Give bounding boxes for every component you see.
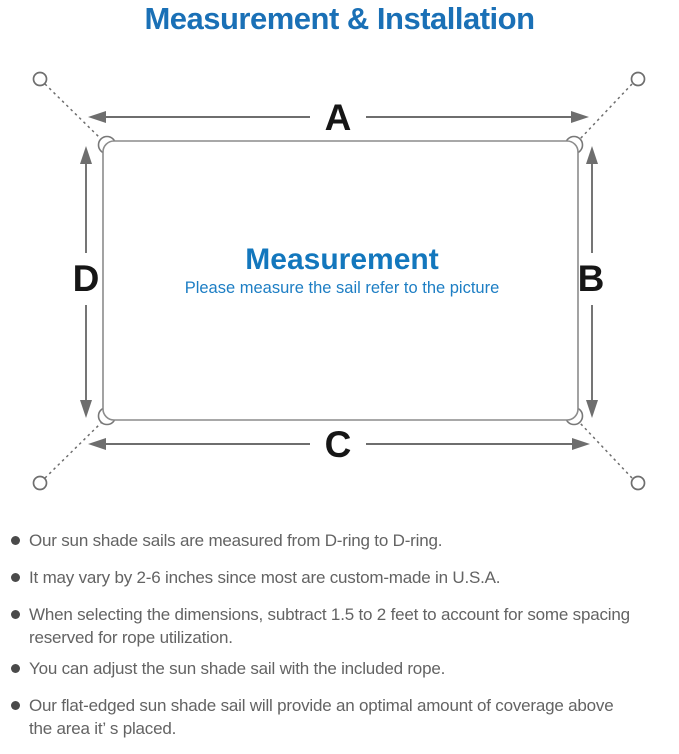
dimension-arrowheads xyxy=(80,111,598,450)
bullet-icon xyxy=(11,664,20,673)
anchor-point-circle-bottom-left xyxy=(32,475,48,491)
bullet-icon xyxy=(11,536,20,545)
anchor-point-circle-bottom-right xyxy=(630,475,646,491)
rope-line-top-left xyxy=(44,83,102,140)
rope-line-bottom-right xyxy=(579,422,633,479)
note-text: You can adjust the sun shade sail with t… xyxy=(29,659,446,678)
dimension-arrow-lines xyxy=(85,116,593,445)
sail-outline xyxy=(102,140,579,421)
anchor-point-circle-top-left xyxy=(32,71,48,87)
center-heading: Measurement xyxy=(245,243,438,276)
list-item: Our flat-edged sun shade sail will provi… xyxy=(10,694,670,740)
note-text: Our sun shade sails are measured from D-… xyxy=(29,531,443,550)
note-text: When selecting the dimensions, subtract … xyxy=(29,605,630,647)
arrowhead-a-left xyxy=(88,111,106,123)
rope-line-top-right xyxy=(579,83,633,140)
center-subtitle: Please measure the sail refer to the pic… xyxy=(185,279,500,297)
rope-line-bottom-left xyxy=(44,422,102,479)
bullet-icon xyxy=(11,610,20,619)
list-item: It may vary by 2-6 inches since most are… xyxy=(10,566,670,589)
arrowhead-c-left xyxy=(88,438,106,450)
arrowhead-b-down xyxy=(586,400,598,418)
notes-list: Our sun shade sails are measured from D-… xyxy=(10,529,670,754)
dimension-label-b: B xyxy=(578,258,605,299)
note-text: It may vary by 2-6 inches since most are… xyxy=(29,568,501,587)
list-item: You can adjust the sun shade sail with t… xyxy=(10,657,670,680)
arrowhead-b-up xyxy=(586,146,598,164)
anchor-points xyxy=(32,71,646,491)
arrowhead-d-down xyxy=(80,400,92,418)
note-text: Our flat-edged sun shade sail will provi… xyxy=(29,696,614,738)
page-title: Measurement & Installation xyxy=(144,1,535,36)
arrowhead-a-right xyxy=(571,111,589,123)
dimension-label-d: D xyxy=(73,258,100,299)
dimension-label-c: C xyxy=(325,424,352,465)
sail-measurement-diagram: A B C D Measurement Please measure the s… xyxy=(32,71,646,491)
list-item: When selecting the dimensions, subtract … xyxy=(10,603,670,649)
arrowhead-d-up xyxy=(80,146,92,164)
bullet-icon xyxy=(11,573,20,582)
rope-dashed-lines xyxy=(44,83,633,479)
arrowhead-c-right xyxy=(572,438,590,450)
bullet-icon xyxy=(11,701,20,710)
anchor-point-circle-top-right xyxy=(630,71,646,87)
dimension-label-a: A xyxy=(325,97,352,138)
list-item: Our sun shade sails are measured from D-… xyxy=(10,529,670,552)
